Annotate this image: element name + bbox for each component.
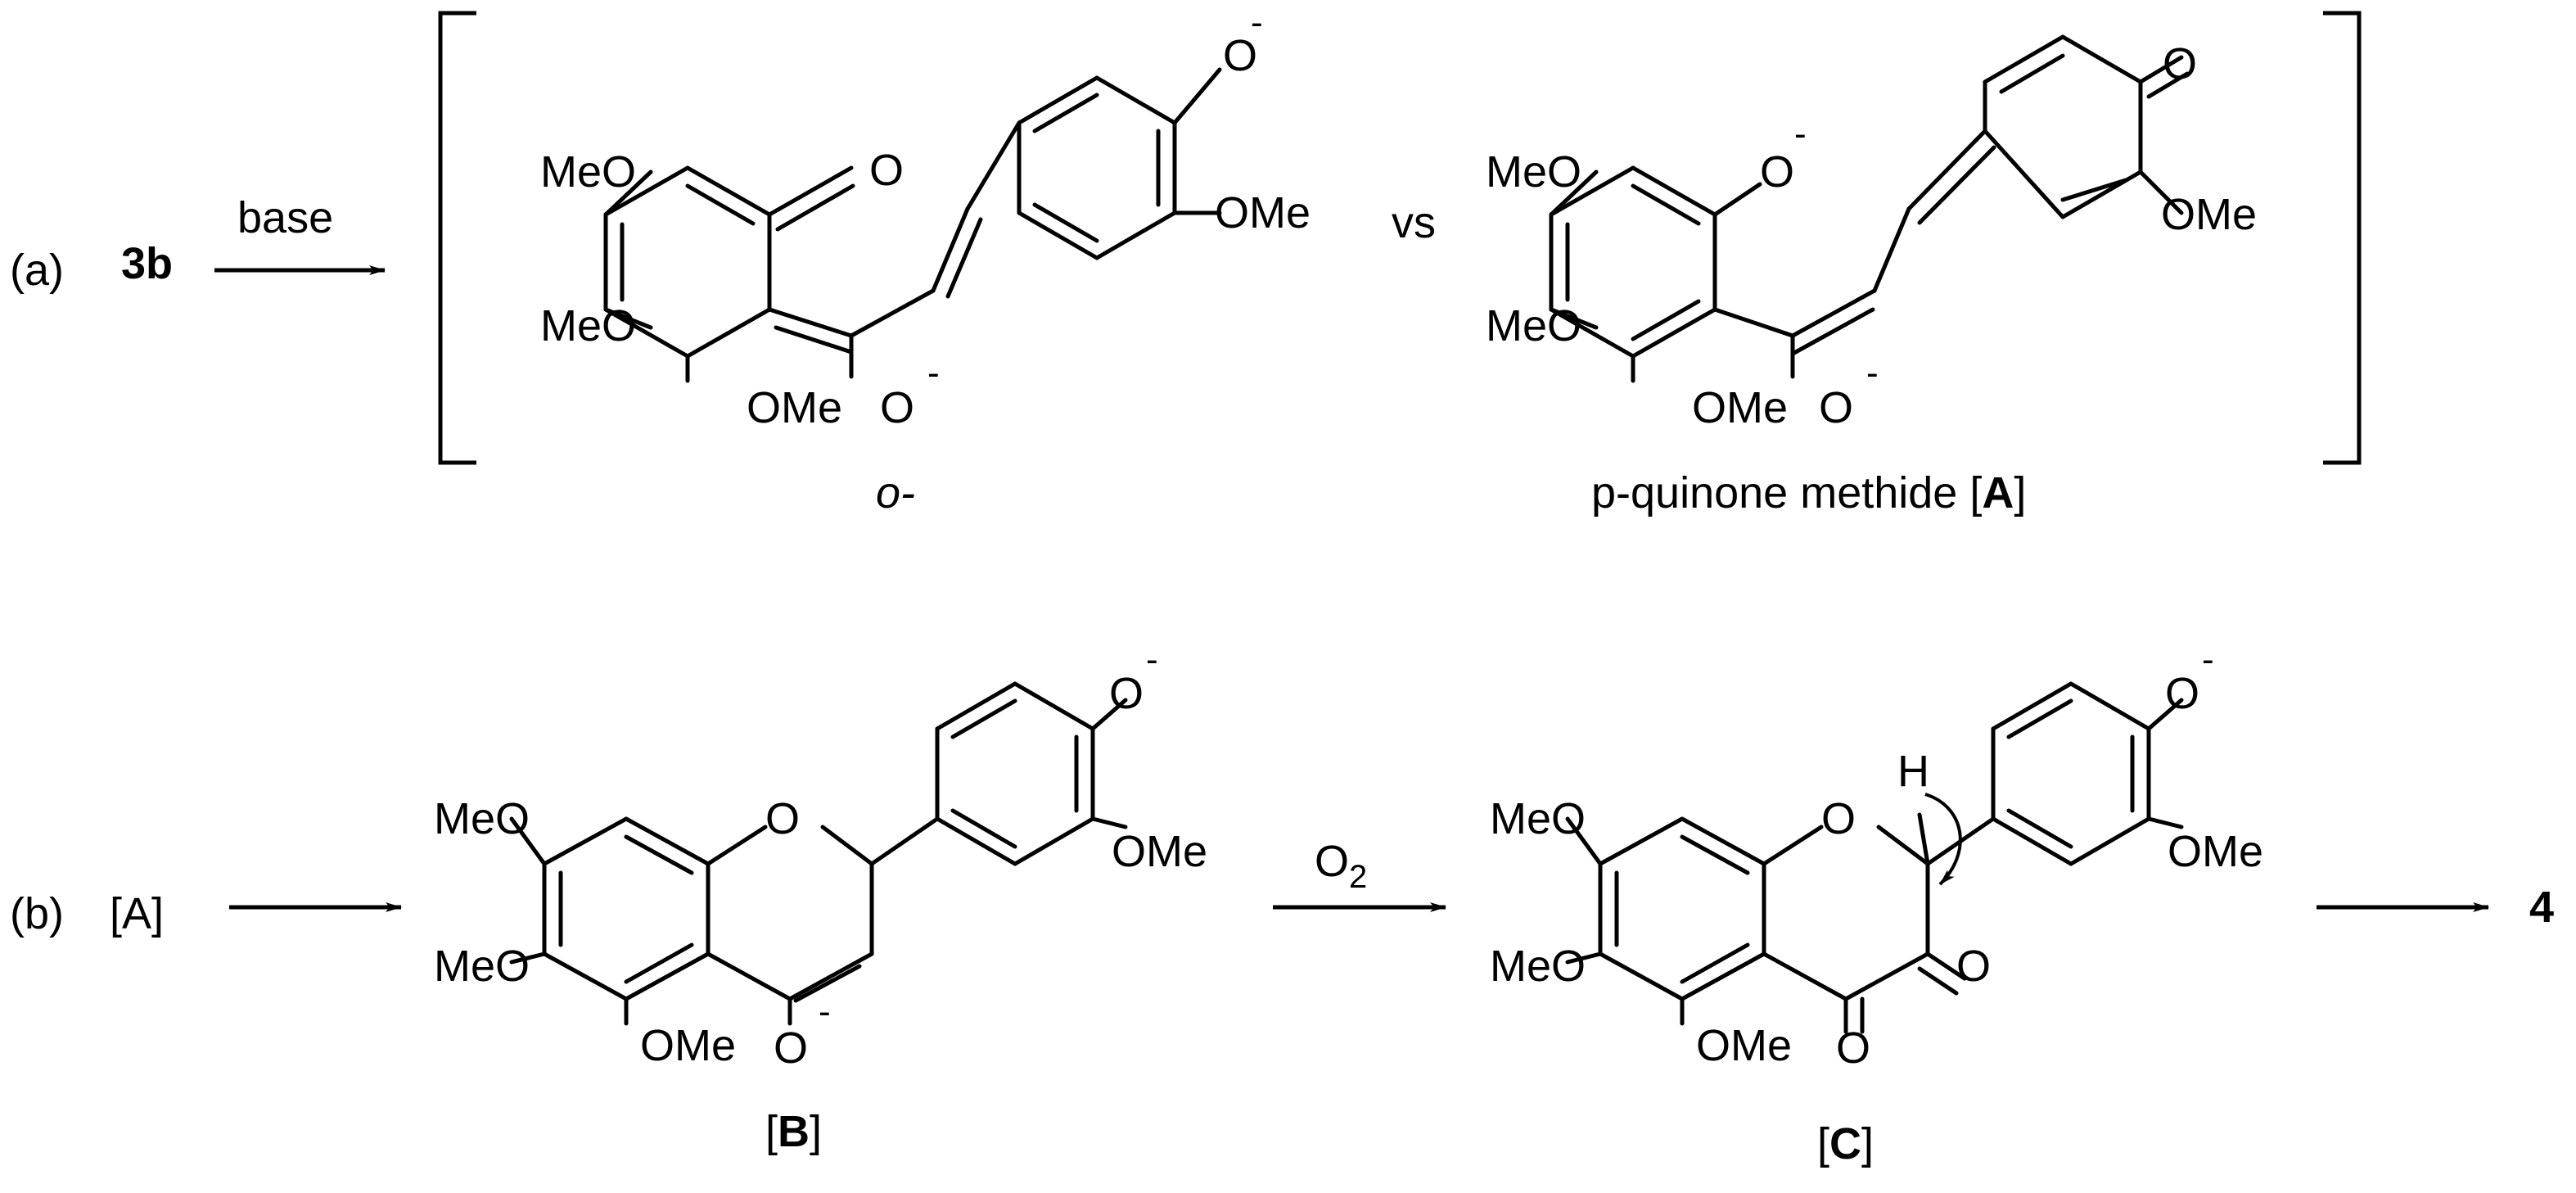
- C-bonds: [1565, 681, 2184, 1034]
- curved-arrow: [1924, 793, 1962, 886]
- part-b-label: (b): [10, 889, 64, 938]
- product-4: 4: [2529, 883, 2554, 932]
- C-ketone-o-4: O: [1836, 1024, 1870, 1073]
- para-carbonyl-o: O: [2163, 39, 2197, 88]
- para-phenolate-charge: -: [1794, 114, 1807, 154]
- row-a: (a) 3b base: [10, 2, 2362, 517]
- reactant-A: [A]: [110, 889, 164, 938]
- caption-para-bold: A: [1982, 468, 2014, 517]
- caption-B: [B]: [765, 1107, 822, 1156]
- B-enolate-o: O: [774, 1024, 808, 1073]
- reactant-3b: 3b: [121, 239, 173, 288]
- intermediate-C: MeO MeO OMe O H O O O - OMe [C]: [1490, 639, 2263, 1168]
- vs-label: vs: [1392, 198, 1436, 247]
- ortho-ome-3: OMe: [747, 383, 842, 432]
- ortho-enolate-o: O: [880, 383, 914, 432]
- caption-B-close: ]: [810, 1107, 822, 1156]
- C-phenolate-charge: -: [2202, 639, 2214, 680]
- reagent-o2-main: O: [1315, 837, 1349, 886]
- ortho-bonds: [603, 67, 1222, 383]
- caption-C-bold: C: [1829, 1119, 1861, 1168]
- para-meo-2: MeO: [1486, 301, 1581, 350]
- para-bonds: [1549, 34, 2190, 383]
- para-enolate-o: O: [1819, 383, 1853, 432]
- C-ome-4: OMe: [2168, 827, 2263, 876]
- ortho-ome-4: OMe: [1215, 188, 1311, 237]
- ortho-phenolate-o: O: [1223, 31, 1257, 80]
- ortho-quinone-methide: MeO MeO OMe O O - O - OMe o-: [540, 2, 1311, 517]
- B-phenolate-charge: -: [1146, 639, 1158, 680]
- caption-C-open: [: [1817, 1119, 1829, 1168]
- bracket-right: [2323, 11, 2362, 465]
- caption-B-bold: B: [778, 1107, 810, 1156]
- ortho-carbonyl-o: O: [869, 146, 904, 195]
- C-meo-2: MeO: [1490, 942, 1586, 991]
- C-ome-3: OMe: [1696, 1021, 1792, 1070]
- para-enolate-charge: -: [1866, 353, 1879, 393]
- B-ring-o: O: [765, 794, 800, 843]
- ortho-phenolate-charge: -: [1251, 2, 1263, 43]
- B-ome-3: OMe: [640, 1021, 736, 1070]
- row-b: (b) [A]: [10, 639, 2554, 1168]
- B-meo-1: MeO: [434, 794, 530, 843]
- caption-para-text: p-quinone methide [: [1591, 468, 1982, 517]
- B-ome-4: OMe: [1112, 827, 1207, 876]
- ortho-meo-2: MeO: [540, 301, 636, 350]
- caption-C-close: ]: [1861, 1119, 1874, 1168]
- bracket-left: [438, 11, 476, 465]
- caption-para-end: ]: [2014, 468, 2026, 517]
- C-hydrogen: H: [1897, 747, 1929, 796]
- ortho-enolate-charge: -: [927, 353, 940, 393]
- caption-B-open: [: [765, 1107, 778, 1156]
- part-a-label: (a): [10, 246, 64, 295]
- B-bonds: [509, 681, 1128, 1026]
- para-quinone-methide: MeO MeO OMe O - O - O OMe p-quinone meth…: [1486, 34, 2257, 517]
- B-meo-2: MeO: [434, 942, 530, 991]
- intermediate-B: MeO MeO OMe O O - O - OMe [B]: [434, 639, 1207, 1156]
- reagent-o2-sub: 2: [1349, 859, 1367, 895]
- ortho-meo-1: MeO: [540, 147, 636, 197]
- caption-C: [C]: [1817, 1119, 1874, 1168]
- reagent-o2: O2: [1315, 837, 1367, 895]
- C-phenolate-o: O: [2165, 669, 2199, 718]
- para-phenolate-o: O: [1760, 147, 1794, 197]
- C-ring-o: O: [1821, 794, 1856, 843]
- B-phenolate-o: O: [1109, 669, 1144, 718]
- caption-para: p-quinone methide [A]: [1591, 468, 2026, 517]
- para-meo-1: MeO: [1486, 147, 1581, 197]
- reagent-base: base: [237, 193, 333, 242]
- para-ome-3: OMe: [1692, 383, 1788, 432]
- C-ketone-o-3: O: [1956, 942, 1991, 991]
- C-meo-1: MeO: [1490, 794, 1586, 843]
- para-ome-4: OMe: [2161, 190, 2257, 239]
- B-enolate-charge: -: [819, 992, 831, 1032]
- caption-ortho: o-: [876, 468, 915, 517]
